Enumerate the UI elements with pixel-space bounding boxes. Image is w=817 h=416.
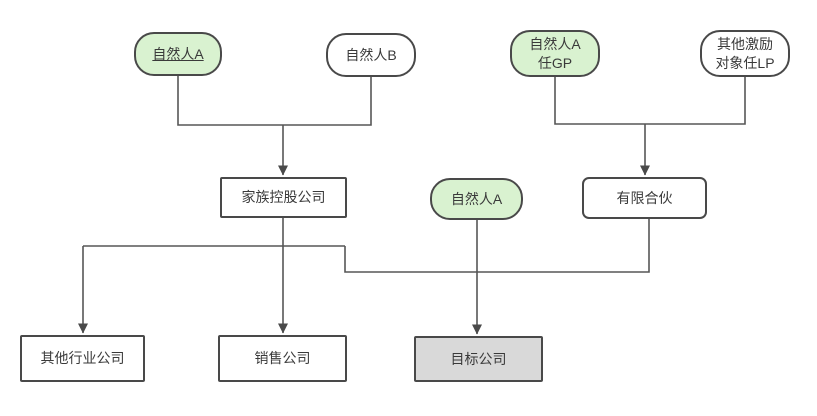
node-label: 自然人B — [345, 46, 397, 63]
node-natural-person-a-mid: 自然人A — [430, 178, 523, 220]
edge-limited-partnership-to-bus — [344, 219, 650, 273]
node-limited-partnership: 有限合伙 — [582, 177, 707, 219]
node-label: 家族控股公司 — [241, 189, 326, 206]
node-natural-person-a-top: 自然人A — [134, 32, 222, 76]
edge-partners-merge-bus — [554, 77, 746, 125]
node-label: 自然人A — [450, 190, 503, 207]
node-other-industry-company: 其他行业公司 — [20, 335, 145, 382]
node-sales-company: 销售公司 — [218, 335, 347, 382]
node-label: 自然人A — [152, 45, 204, 62]
node-label: 销售公司 — [254, 350, 311, 367]
node-target-company: 目标公司 — [414, 336, 543, 382]
node-label: 目标公司 — [450, 350, 507, 367]
node-label: 自然人A 任GP — [529, 36, 581, 71]
edge-persons-merge-bus — [177, 76, 372, 126]
node-natural-person-b: 自然人B — [326, 33, 416, 77]
node-label: 其他行业公司 — [40, 350, 125, 367]
node-label: 有限合伙 — [616, 189, 673, 206]
node-other-incentive-lp: 其他激励 对象任LP — [700, 30, 790, 77]
node-family-holding-company: 家族控股公司 — [220, 177, 347, 218]
node-label: 其他激励 对象任LP — [715, 36, 775, 71]
node-natural-person-a-gp: 自然人A 任GP — [510, 30, 600, 77]
